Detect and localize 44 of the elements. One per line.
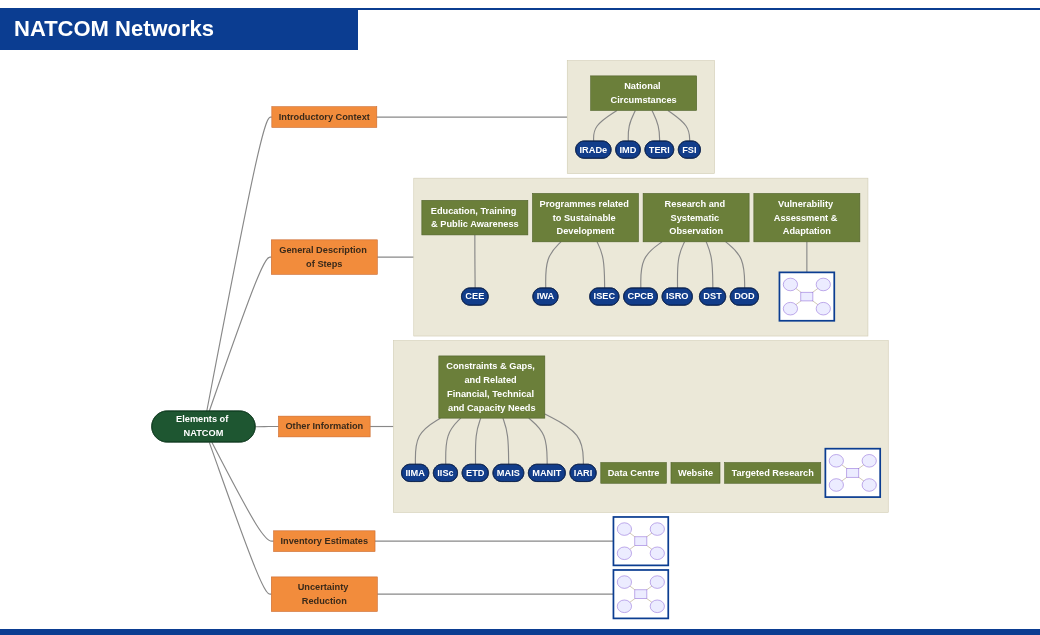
connector <box>254 425 280 428</box>
connector <box>544 413 584 466</box>
connector <box>545 241 562 289</box>
node-box: National Circumstances <box>590 75 697 111</box>
connector <box>208 256 272 412</box>
connector <box>651 109 661 142</box>
connector <box>627 109 636 142</box>
node-box: Other Information <box>278 415 371 438</box>
node-box: Uncertainty Reduction <box>271 576 378 612</box>
node-box: Introductory Context <box>271 106 378 128</box>
node-box: Targeted Research <box>724 462 822 484</box>
node-box: Constraints & Gaps, and Related Financial, Technical and Capacity Needs <box>438 355 546 419</box>
connector <box>376 256 415 258</box>
cluster <box>566 60 715 174</box>
connector <box>667 109 691 142</box>
cluster <box>393 340 889 513</box>
connector <box>376 116 568 118</box>
node-box: Website <box>670 462 721 484</box>
node-box: General Description of Steps <box>271 239 378 275</box>
connector <box>502 417 510 466</box>
connector <box>593 109 618 142</box>
node-box: Vulnerability Assessment & Adaptation <box>753 193 861 243</box>
cluster <box>413 177 869 337</box>
connector <box>414 417 441 466</box>
connector <box>211 441 275 542</box>
node-box: Education, Training & Public Awareness <box>421 200 529 236</box>
connector <box>596 241 606 289</box>
node-box: Data Centre <box>600 462 667 484</box>
connector <box>369 425 395 428</box>
connector <box>806 241 808 273</box>
connector <box>676 241 686 289</box>
connector <box>705 241 714 289</box>
connector <box>640 241 663 289</box>
node-box: Programmes related to Sustainable Development <box>532 193 639 243</box>
connector <box>725 241 746 289</box>
connector <box>474 234 476 289</box>
node-box: Inventory Estimates <box>273 530 376 552</box>
connector <box>445 417 462 466</box>
connector <box>208 441 272 595</box>
title-banner: NATCOM Networks <box>0 8 358 50</box>
connector <box>528 417 548 466</box>
connector <box>474 417 482 466</box>
node-box: Research and Systematic Observation <box>642 193 750 243</box>
connector <box>206 116 273 412</box>
